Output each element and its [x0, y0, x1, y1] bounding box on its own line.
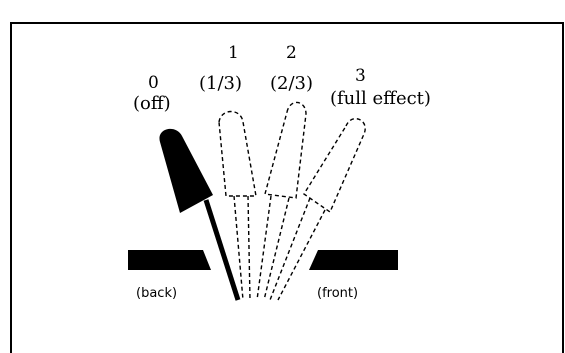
position-0-number: 0 — [148, 73, 159, 93]
front-label: (front) — [317, 286, 359, 301]
lever-position-1 — [218, 110, 257, 301]
lever-position-3 — [269, 117, 366, 301]
position-3-label: (full effect) — [330, 88, 431, 109]
front-slot-bar — [309, 250, 398, 270]
position-1-number: 1 — [228, 43, 239, 63]
position-0-label: (off) — [133, 93, 171, 114]
position-2-number: 2 — [286, 43, 297, 63]
position-3-number: 3 — [355, 66, 366, 86]
position-1-label: (1/3) — [199, 73, 243, 94]
back-slot-bar — [128, 250, 211, 270]
back-label: (back) — [136, 286, 178, 301]
lever-position-2 — [256, 101, 307, 301]
lever-position-0 — [159, 128, 241, 301]
position-2-label: (2/3) — [270, 73, 314, 94]
